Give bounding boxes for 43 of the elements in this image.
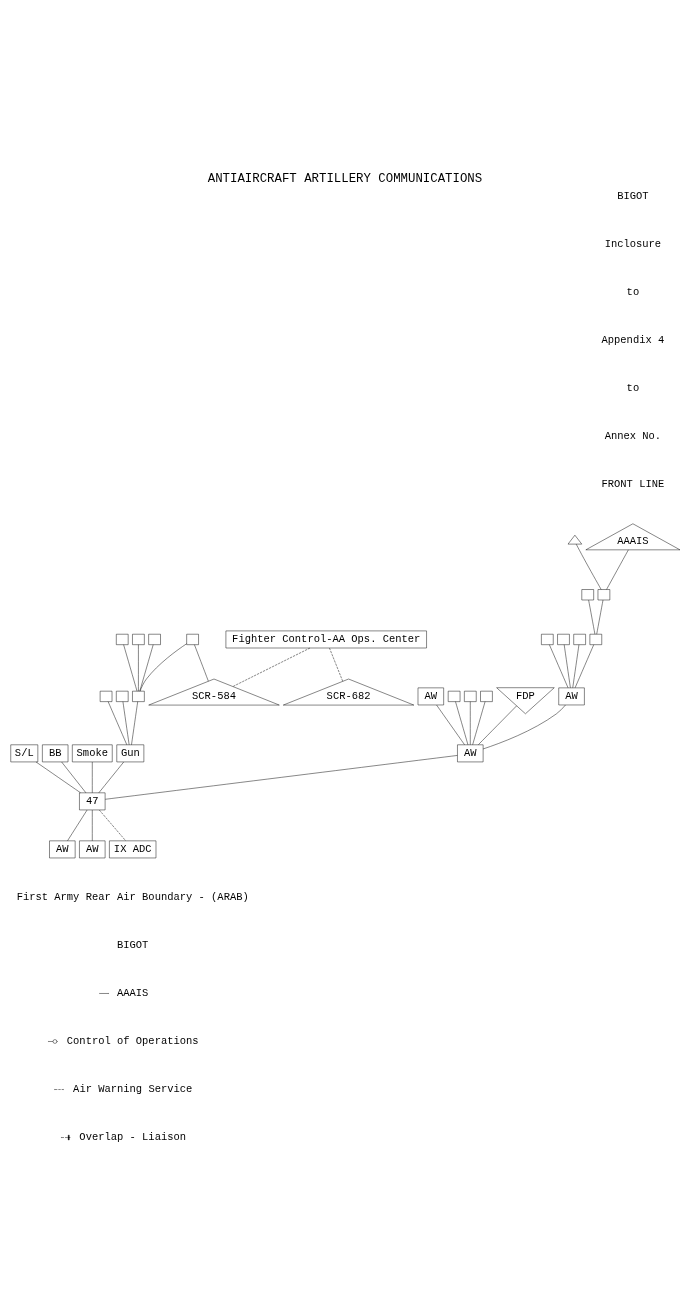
node-box: S/L xyxy=(10,744,39,763)
node-box: BB xyxy=(42,744,69,763)
node-box xyxy=(480,690,493,702)
label: to xyxy=(626,381,640,394)
node-box: AW xyxy=(79,840,106,859)
node-triangle xyxy=(567,534,583,545)
label: FRONT LINE xyxy=(601,477,665,490)
node-box xyxy=(186,634,199,645)
legend-label: Air Warning Service xyxy=(73,1083,193,1096)
node-box xyxy=(116,634,129,645)
node-box xyxy=(573,634,586,645)
node-box xyxy=(132,634,145,645)
node-box xyxy=(581,589,594,601)
label: Appendix 4 xyxy=(601,333,665,346)
node-box xyxy=(132,690,145,702)
node-box xyxy=(99,690,113,702)
label: Inclosure xyxy=(604,237,662,250)
node-box xyxy=(148,634,161,645)
legend-label: Overlap - Liaison xyxy=(79,1131,187,1144)
label: Annex No. xyxy=(604,429,662,442)
node-box xyxy=(589,634,602,645)
node-box: Gun xyxy=(116,744,145,763)
node-box xyxy=(447,690,461,702)
label: to xyxy=(626,285,640,298)
node-box: Fighter Control-AA Ops. Center xyxy=(225,630,427,649)
label: First Army Rear Air Boundary - (ARAB) xyxy=(16,891,249,904)
node-box: Smoke xyxy=(72,744,113,763)
node-box xyxy=(464,690,477,702)
label: BIGOT xyxy=(117,939,149,952)
node-box xyxy=(116,690,129,702)
node-box: AW xyxy=(457,744,484,763)
node-box: AW xyxy=(558,687,585,706)
label: BIGOT xyxy=(617,189,649,202)
node-box: 47 xyxy=(79,792,106,811)
node-box: IX ADC xyxy=(109,840,157,859)
node-box xyxy=(541,634,554,645)
legend-label: AAAIS xyxy=(117,987,149,1000)
node-box xyxy=(557,634,570,645)
node-box: AW xyxy=(49,840,76,859)
node-box: AW xyxy=(417,687,444,706)
node-box xyxy=(597,589,611,601)
legend-label: Control of Operations xyxy=(66,1035,199,1048)
diagram-title: ANTIAIRCRAFT ARTILLERY COMMUNICATIONS xyxy=(207,171,483,186)
